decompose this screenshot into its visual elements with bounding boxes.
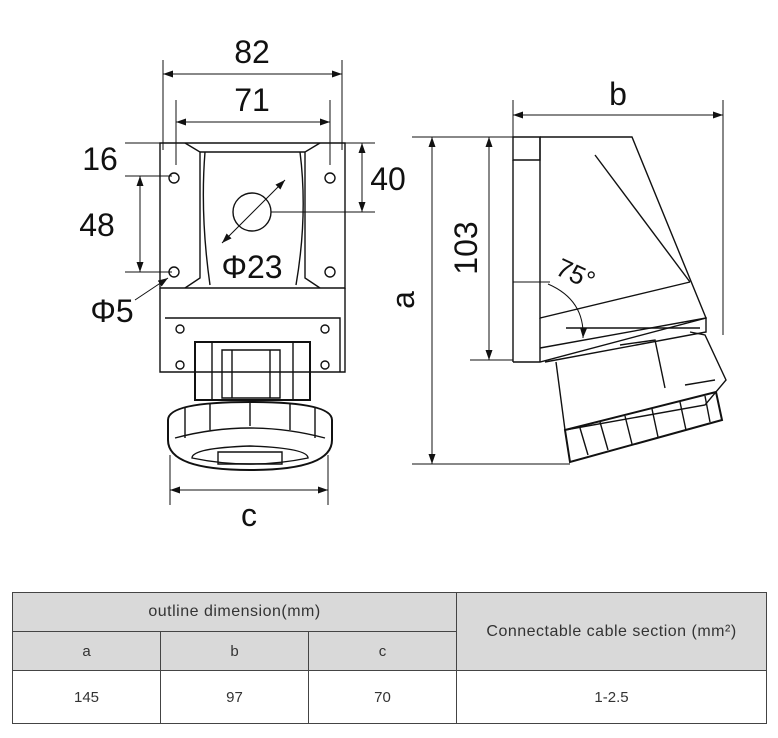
front-view-labels: 82 71 16 48 40 Φ23 Φ5 c <box>79 34 406 533</box>
value-a: 145 <box>12 670 161 724</box>
header-b: b <box>160 631 309 671</box>
dim-phi5: Φ5 <box>90 293 133 329</box>
dim-c-front: c <box>241 497 257 533</box>
dim-phi23: Φ23 <box>221 249 282 285</box>
side-view-dimensions <box>412 100 724 465</box>
header-c: c <box>307 631 458 671</box>
dimension-table: outline dimension(mm) Connectable cable … <box>11 592 768 724</box>
dim-40: 40 <box>370 161 406 197</box>
value-c: 70 <box>307 670 458 724</box>
value-cable: 1-2.5 <box>456 670 768 724</box>
dim-48: 48 <box>79 207 115 243</box>
dim-103: 103 <box>448 221 484 274</box>
table-row: 145 97 70 1-2.5 <box>12 670 768 724</box>
dim-16: 16 <box>82 141 118 177</box>
technical-drawing: 82 71 16 48 40 Φ23 Φ5 c <box>79 34 727 533</box>
mount-hole-bottom-right <box>324 266 336 278</box>
center-hole <box>232 192 272 232</box>
header-a: a <box>12 631 161 671</box>
dim-b: b <box>609 76 627 112</box>
side-view-labels: b 103 a 75° <box>385 76 627 309</box>
header-outline-dimension: outline dimension(mm) <box>11 592 458 632</box>
mount-hole-top-left <box>168 172 180 184</box>
front-view-dimensions <box>125 60 375 505</box>
mount-hole-top-right <box>324 172 336 184</box>
dim-82: 82 <box>234 34 270 70</box>
header-cable-section: Connectable cable section (mm²) <box>456 592 768 671</box>
front-view <box>159 142 346 472</box>
side-view <box>512 136 727 464</box>
dim-a: a <box>385 291 421 309</box>
dim-71: 71 <box>234 82 270 118</box>
value-b: 97 <box>160 670 309 724</box>
